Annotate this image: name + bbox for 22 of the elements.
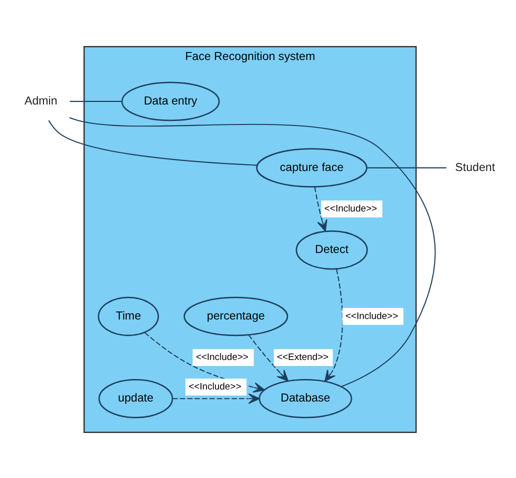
node-text: Student: [455, 161, 496, 174]
node-ellipse: update: [98, 378, 174, 418]
connector: [48, 120, 258, 166]
arrow: [324, 268, 343, 382]
edge-label: <<Extend>>: [276, 351, 329, 362]
edge-label: <<Include>>: [188, 380, 242, 392]
node-ellipse: Detect: [296, 230, 368, 270]
edge-label: <<Include>>: [324, 202, 378, 214]
arrow: [314, 186, 328, 232]
node-ellipse: percentage: [184, 296, 288, 336]
arrow: [172, 392, 260, 404]
node-text: Admin: [24, 94, 58, 107]
node-ellipse: Time: [98, 296, 159, 336]
node-ellipse: Database: [258, 378, 352, 418]
connector: [366, 166, 446, 168]
arrow: [248, 334, 288, 381]
connector: [70, 100, 122, 102]
edge-label: <<Include>>: [345, 310, 398, 322]
node-ellipse: capture face: [256, 148, 368, 187]
edge-label: <<Include>>: [196, 351, 248, 362]
node-ellipse: Data entry: [121, 81, 220, 121]
connector: [69, 116, 436, 387]
